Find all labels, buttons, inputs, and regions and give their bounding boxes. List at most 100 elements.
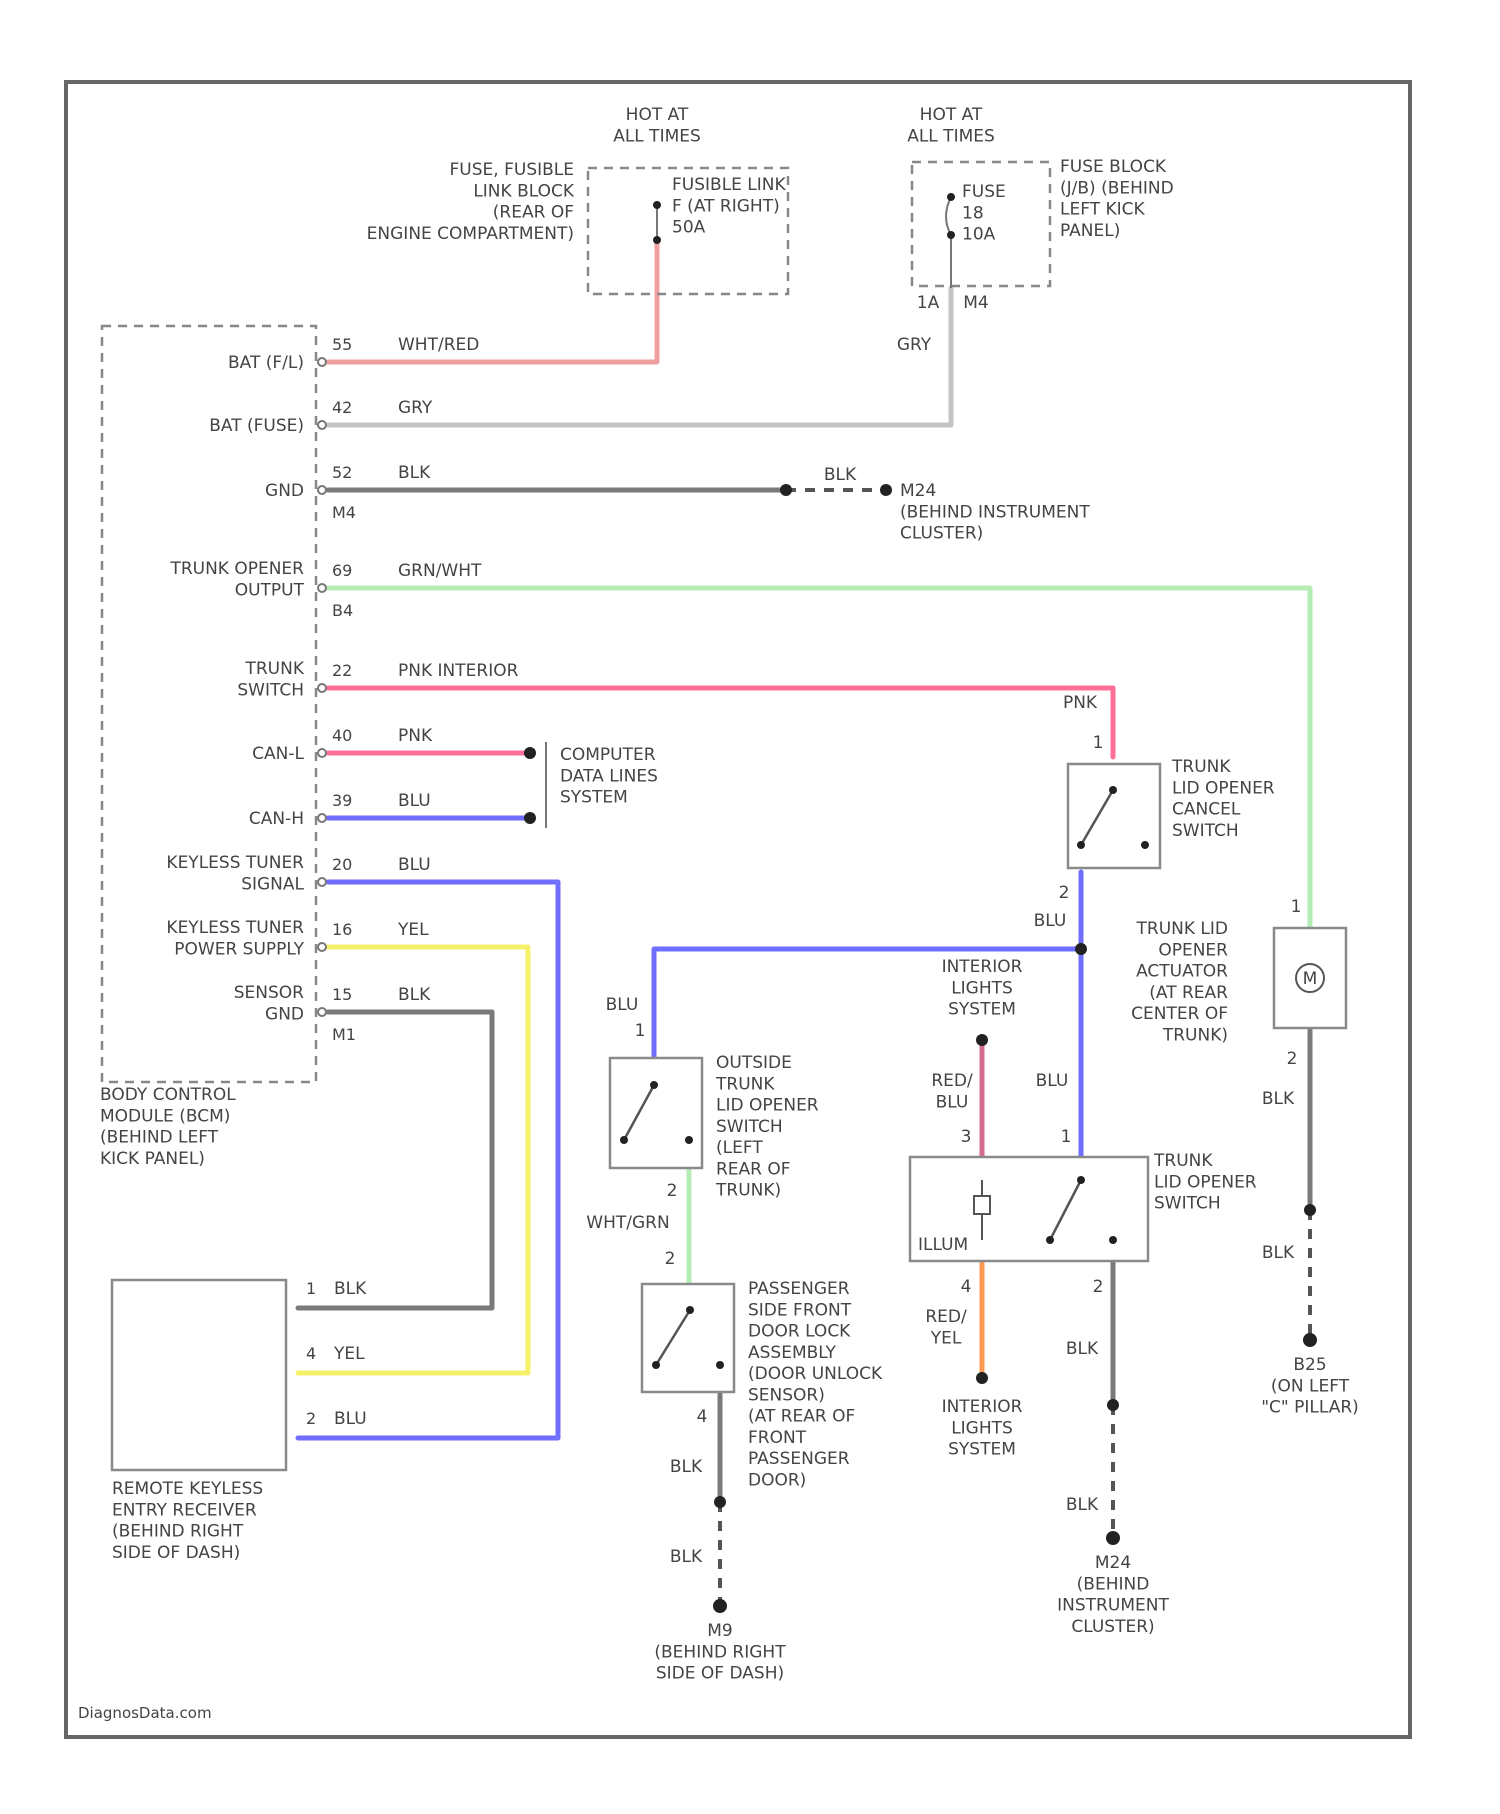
bcm-pin-connector: M4: [332, 503, 356, 522]
actuator-motor: M: [1303, 969, 1318, 989]
junction-dots: [524, 484, 1317, 1613]
bcm-pin-number: 52: [332, 463, 352, 482]
trunk-switch-label: TRUNKLID OPENERSWITCH: [1153, 1151, 1257, 1214]
bcm-pin-terminal: [318, 814, 326, 822]
diagram-frame: [66, 82, 1410, 1737]
trunk-switch-pin-1: 1: [1061, 1127, 1072, 1147]
bcm-pin-number: 39: [332, 791, 352, 810]
bcm-pin-color: BLK: [398, 463, 431, 483]
passenger-wire-out2: BLK: [670, 1547, 703, 1567]
bcm-pin-number: 55: [332, 335, 352, 354]
bcm-pin-number: 16: [332, 920, 352, 939]
cancel-pin-bot: 2: [1059, 883, 1070, 903]
bcm-pin-terminal: [318, 584, 326, 592]
gry-drop-label: GRY: [897, 335, 932, 355]
trunk-switch-illum: ILLUM: [918, 1235, 968, 1255]
outside-pin-top: 1: [635, 1021, 646, 1041]
bcm-pin-number: 20: [332, 855, 352, 874]
trunk-switch-wire-red-blu: RED/BLU: [931, 1071, 973, 1112]
passenger-pin-top: 2: [665, 1249, 676, 1269]
outside-wire-in: BLU: [606, 995, 639, 1015]
rke-pin-number: 2: [306, 1409, 316, 1428]
trunk-switch-pin-3: 3: [961, 1127, 972, 1147]
trunk-switch-pin-4: 4: [961, 1277, 972, 1297]
outside-wire-out: WHT/GRN: [586, 1213, 669, 1233]
bcm-pin-terminal: [318, 684, 326, 692]
bcm-pin-terminal: [318, 749, 326, 757]
wire-wht-red: [328, 240, 657, 362]
computer-data-label: COMPUTERDATA LINESSYSTEM: [560, 745, 658, 808]
bcm-pin-name: BAT (F/L): [228, 353, 304, 373]
trunk-switch-wire-blu: BLU: [1036, 1071, 1069, 1091]
bcm-pin-name: CAN-H: [249, 809, 304, 829]
rke-pin-number: 4: [306, 1344, 316, 1363]
bcm-pin-terminal: [318, 1008, 326, 1016]
bcm-pin-color: GRY: [398, 398, 433, 418]
outside-pin-bot: 2: [667, 1181, 678, 1201]
cancel-wire-in: PNK: [1063, 693, 1098, 713]
blk-label-actuator-lower: BLK: [1262, 1243, 1295, 1263]
bcm-pin-color: GRN/WHT: [398, 561, 482, 581]
bcm-pin-terminal: [318, 878, 326, 886]
outside-switch-box: [610, 1058, 702, 1168]
bcm-pin-terminal: [318, 486, 326, 494]
blk-label-trunk-lower: BLK: [1066, 1495, 1099, 1515]
bcm-pin-connector: B4: [332, 601, 353, 620]
cancel-switch-box: [1068, 764, 1160, 868]
rke-box: [112, 1280, 286, 1470]
fuse-node-bottom: [947, 231, 955, 239]
bcm-dashed-box: [102, 326, 316, 1082]
fusible-link-node-top: [653, 201, 661, 209]
footer-watermark: DiagnosData.com: [78, 1704, 212, 1722]
actuator-label: TRUNK LIDOPENERACTUATOR(AT REARCENTER OF…: [1131, 919, 1228, 1045]
gnd-splice-color: BLK: [824, 465, 857, 485]
fuse-block-label: FUSE BLOCK(J/B) (BEHINDLEFT KICKPANEL): [1060, 157, 1174, 241]
ground-b25-label: B25(ON LEFT"C" PILLAR): [1261, 1355, 1359, 1418]
bcm-pin-color: BLU: [398, 791, 431, 811]
bcm-pin-terminal: [318, 358, 326, 366]
bcm-pin-color: WHT/RED: [398, 335, 479, 355]
wire-grn-wht: [328, 588, 1310, 928]
wire-blk-sensor: [298, 1012, 492, 1308]
bcm-pin-number: 69: [332, 561, 352, 580]
bcm-pin-number: 42: [332, 398, 352, 417]
fuse-conn-label: M4: [963, 293, 988, 313]
actuator-pin-bot: 2: [1287, 1049, 1298, 1069]
actuator-wire-out: BLK: [1262, 1089, 1295, 1109]
bcm-pin-connector: M1: [332, 1025, 356, 1044]
bcm-pin-name: CAN-L: [252, 744, 304, 764]
fuse-node-top: [947, 193, 955, 201]
rke-pin-number: 1: [306, 1279, 316, 1298]
fuse-element: [946, 197, 951, 288]
trunk-switch-wire-blk: BLK: [1066, 1339, 1099, 1359]
rke-pin-labels: 1BLK4YEL2BLU: [306, 1279, 367, 1429]
bcm-pin-number: 40: [332, 726, 352, 745]
bcm-pin-color: PNK: [398, 726, 433, 746]
bcm-pin-terminal: [318, 421, 326, 429]
passenger-wire-out: BLK: [670, 1457, 703, 1477]
wire-pnk-trunk: [328, 688, 1113, 757]
bcm-pin-name: BAT (FUSE): [209, 416, 304, 436]
bcm-pin-name: GND: [265, 481, 304, 501]
actuator-pin-top: 1: [1291, 897, 1302, 917]
rke-pin-color: YEL: [333, 1344, 365, 1364]
passenger-lock-box: [642, 1284, 734, 1392]
trunk-switch-pin-2: 2: [1093, 1277, 1104, 1297]
interior-lights-top-label: INTERIORLIGHTSSYSTEM: [942, 957, 1023, 1020]
